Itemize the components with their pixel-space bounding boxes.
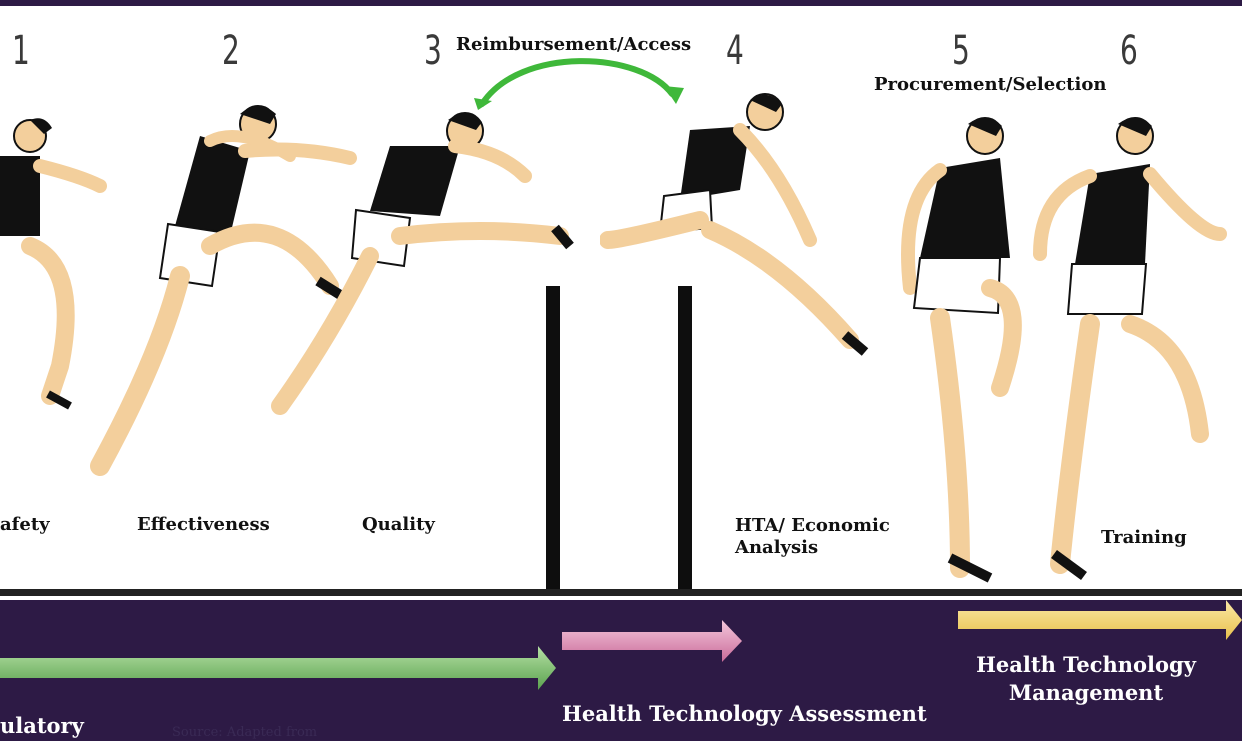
htm-arrow-icon — [958, 600, 1242, 640]
htm-phase-label: Health Technology Management — [956, 651, 1216, 707]
regulatory-phase-label: ulatory — [0, 712, 84, 740]
source-note: Source: Adapted from — [172, 725, 317, 740]
regulatory-arrow-icon — [0, 646, 556, 690]
hta-arrow-icon — [562, 620, 742, 662]
hta-phase-label: Health Technology Assessment — [562, 700, 962, 728]
